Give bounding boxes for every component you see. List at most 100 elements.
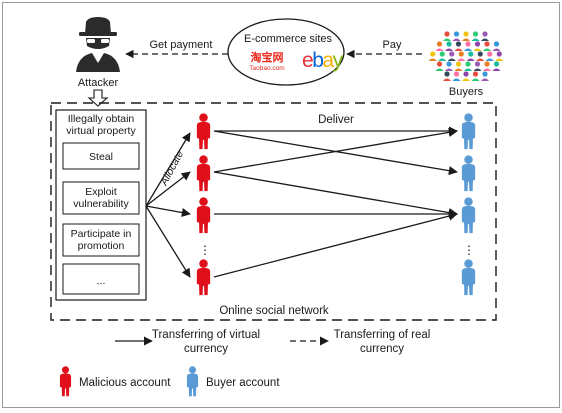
buyers-label: Buyers (449, 86, 484, 98)
buyer-crowd-body (483, 68, 491, 71)
allocate-arrow (145, 132, 191, 207)
method-more-label: ... (97, 275, 106, 287)
buyer-crowd-body (464, 68, 472, 71)
buyer-crowd-head (474, 61, 481, 67)
buyer-crowd-body (466, 58, 475, 61)
pay-label: Pay (383, 39, 402, 51)
buyer-crowd-body (428, 58, 437, 61)
figure-frame (2, 2, 560, 408)
buyer-crowd-body (462, 78, 470, 81)
buyer-crowd-body (454, 48, 463, 51)
buyer-crowd-head (446, 61, 452, 67)
buyer-crowd-body (492, 48, 501, 51)
buyer-crowd-body (471, 78, 480, 81)
buyer-crowd-body (464, 48, 472, 51)
buyer-crowd-body (452, 78, 461, 81)
method-exploit-label-line1: Exploit (85, 186, 117, 198)
buyer-crowd-body (445, 68, 453, 71)
buyer-account-icon (461, 259, 476, 296)
buyer-crowd-body (435, 48, 444, 51)
buyer-account-icon (461, 113, 476, 150)
ecommerce-title: E-commerce sites (244, 33, 333, 45)
legend-real-line1: Transferring of real (334, 329, 431, 341)
buyer-crowd-body (435, 68, 444, 71)
taobao-logo-chinese: 淘宝网 (251, 50, 284, 64)
method-promotion-label-line2: promotion (78, 240, 125, 252)
allocate-arrow (145, 171, 191, 207)
buyer-crowd-head (458, 51, 464, 57)
deliver-arrows (213, 126, 458, 278)
buyer-crowd-body (454, 68, 463, 71)
taobao-logo: 淘宝网 Taobao.com (249, 50, 284, 72)
buyer-account-icon (461, 155, 476, 192)
buyer-crowd-body (443, 78, 451, 81)
deliver-arrow (213, 171, 458, 218)
online-social-network-region (50, 102, 497, 321)
buyer-crowd-head (446, 41, 452, 47)
buyer-crowd-head (487, 51, 493, 57)
method-exploit-label-line2: vulnerability (73, 198, 129, 210)
deliver-arrow (213, 127, 458, 173)
malicious-account-icon (196, 259, 211, 296)
online-social-network-label: Online social network (219, 305, 329, 317)
attacker-icon (76, 17, 120, 72)
allocate-arrows (145, 132, 191, 278)
buyer-crowd-body (485, 58, 494, 61)
buyer-crowd-head (449, 51, 455, 57)
buyer-crowd-body (471, 38, 480, 41)
legend-malicious-label: Malicious account (79, 377, 171, 389)
method-box-steal (62, 142, 140, 170)
buyer-crowd-head (455, 41, 462, 47)
buyer-ellipsis: ⋮ (463, 243, 475, 257)
malicious-accounts (196, 113, 211, 296)
ebay-logo: ebay (302, 49, 344, 72)
legend-virtual-line2: currency (184, 343, 228, 355)
buyer-crowd-body (438, 58, 447, 61)
buyer-account-icon (461, 197, 476, 234)
buyer-crowd-head (482, 71, 488, 77)
buyer-crowd-head (493, 41, 500, 47)
buyer-crowd-head (444, 71, 450, 77)
buyer-crowd-head (465, 41, 471, 47)
buyer-crowd-head (468, 51, 474, 57)
method-steal-label: Steal (89, 151, 113, 163)
deliver-label: Deliver (318, 114, 354, 126)
buyer-crowd-head (436, 41, 443, 47)
taobao-logo-latin: Taobao.com (249, 65, 284, 72)
malicious-ellipsis: ⋮ (199, 243, 211, 257)
buyer-crowd-head (482, 31, 488, 37)
malicious-account-icon (196, 197, 211, 234)
buyer-crowd-body (462, 38, 470, 41)
ebay-logo-letter: e (302, 49, 313, 72)
attacker-label: Attacker (78, 77, 119, 89)
buyer-crowd-head (463, 71, 469, 77)
buyer-crowd-head (430, 51, 436, 57)
buyer-crowd-head (453, 31, 460, 37)
panel-title-line1: Illegally obtain (68, 113, 135, 125)
buyer-crowd-head (472, 71, 479, 77)
buyer-crowd-body (447, 58, 456, 61)
buyer-crowd-body (492, 68, 501, 71)
allocate-arrow (145, 205, 191, 278)
malicious-account-icon (196, 113, 211, 150)
legend-buyer-account-icon (186, 366, 199, 397)
malicious-account-icon (196, 155, 211, 192)
allocate-arrow (145, 205, 191, 218)
ecommerce-ellipse (227, 18, 345, 86)
legend-virtual-line1: Transferring of virtual (152, 329, 260, 341)
buyer-crowd-head (439, 51, 445, 57)
buyer-crowd-head (484, 41, 490, 47)
ebay-logo-letter: a (322, 49, 334, 72)
panel-title-line2: virtual property (66, 125, 136, 137)
attacker-down-arrow (87, 89, 109, 107)
method-box-exploit (62, 181, 140, 215)
legend-buyer-label: Buyer account (206, 377, 280, 389)
method-promotion-label-line1: Participate in (71, 228, 132, 240)
buyer-crowd-head (472, 31, 479, 37)
buyer-crowd-body (476, 58, 485, 61)
buyer-crowd-head (463, 31, 469, 37)
buyers-crowd-icon (428, 31, 504, 81)
buyer-crowd-head (484, 61, 490, 67)
buyer-crowd-head (493, 61, 500, 67)
deliver-arrow (213, 211, 458, 278)
